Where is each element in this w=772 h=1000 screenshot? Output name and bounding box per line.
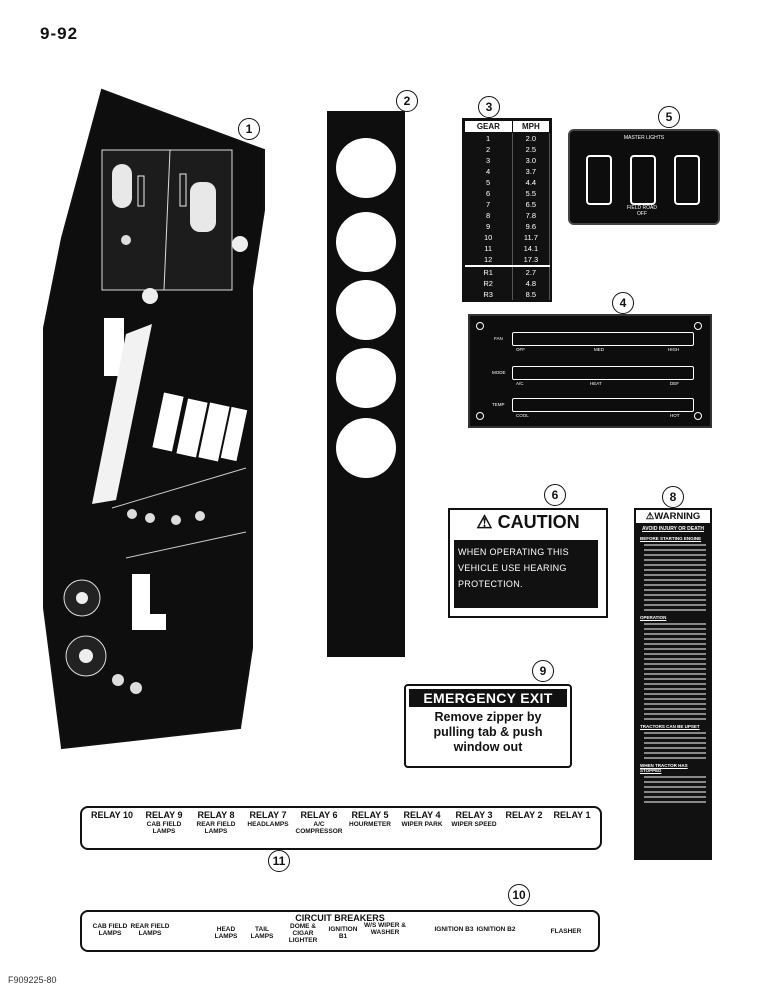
callout-5: 5 (658, 106, 680, 128)
callout-3: 3 (478, 96, 500, 118)
warning-triangle-icon: ⚠ (476, 512, 493, 532)
callout-2: 2 (396, 90, 418, 112)
page-number: 9-92 (40, 24, 79, 43)
breaker-cell: DOME & CIGAR LIGHTER (288, 923, 318, 944)
gauge-bezel-decal (326, 110, 406, 663)
breaker-cell: CAB FIELD LAMPS (92, 923, 128, 937)
console-panel-illustration (43, 88, 265, 750)
gauge-bezel-illustration (327, 111, 405, 657)
mode-label: MODE (492, 370, 506, 375)
relay-cell: RELAY 10 (90, 810, 134, 820)
warning-section: TRACTORS CAN BE UPSET (640, 724, 700, 729)
temp-slot (512, 398, 694, 412)
console-panel-decal (40, 88, 272, 765)
warning-header: ⚠WARNING (636, 510, 710, 523)
callout-8: 8 (662, 486, 684, 508)
warning-subheader: AVOID INJURY OR DEATH (641, 526, 705, 532)
master-lights-positions: FIELD ROAD OFF (626, 205, 657, 217)
callout-9: 9 (532, 660, 554, 682)
callout-10: 10 (508, 884, 530, 906)
warning-section: OPERATION (640, 615, 667, 620)
caution-header: ⚠ CAUTION (450, 510, 606, 533)
warning-triangle-icon: ⚠ (645, 511, 655, 522)
screw-hole (694, 412, 702, 420)
relay-cell: RELAY 2 (505, 810, 543, 820)
switch-cutout (586, 155, 612, 205)
mode-slot (512, 366, 694, 380)
emergency-exit-instructions: Remove zipper by pulling tab & push wind… (433, 710, 543, 754)
emergency-exit-title: EMERGENCY EXIT (409, 689, 567, 707)
breaker-cell: W/S WIPER & WASHER (364, 922, 406, 936)
master-lights-title: MASTER LIGHTS (623, 135, 665, 141)
caution-decal: ⚠ CAUTION WHEN OPERATING THIS VEHICLE US… (448, 508, 608, 618)
breaker-cell: REAR FIELD LAMPS (130, 923, 170, 937)
warning-decal: ⚠WARNING AVOID INJURY OR DEATH BEFORE ST… (634, 508, 712, 860)
screw-hole (476, 322, 484, 330)
figure-code: F909225-80 (8, 975, 57, 985)
callout-6: 6 (544, 484, 566, 506)
caution-title: CAUTION (497, 512, 580, 532)
circuit-breakers-title: CIRCUIT BREAKERS (295, 913, 385, 923)
breaker-cell: TAIL LAMPS (250, 926, 274, 940)
gear-header: GEAR (464, 120, 513, 133)
warning-section: WHEN TRACTOR HAS STOPPED (640, 763, 688, 773)
switch-cutout (674, 155, 700, 205)
breaker-cell: HEAD LAMPS (214, 926, 238, 940)
callout-4: 4 (612, 292, 634, 314)
warning-section: BEFORE STARTING ENGINE (640, 536, 702, 541)
master-lights-decal: MASTER LIGHTS FIELD ROAD OFF (568, 129, 720, 225)
fan-label: FAN (494, 336, 503, 341)
caution-body: WHEN OPERATING THIS VEHICLE USE HEARING … (454, 540, 598, 608)
breaker-cell: FLASHER (550, 928, 582, 935)
callout-11: 11 (268, 850, 290, 872)
heater-control-decal: FAN OFF MED HIGH MODE A/C HEAT DEF TEMP … (468, 314, 712, 428)
switch-cutout (630, 155, 656, 205)
circuit-breaker-decal-strip: CIRCUIT BREAKERS CAB FIELD LAMPS REAR FI… (80, 910, 600, 952)
callout-1: 1 (238, 118, 260, 140)
temp-label: TEMP (492, 402, 505, 407)
emergency-exit-decal: EMERGENCY EXIT Remove zipper by pulling … (404, 684, 572, 768)
breaker-cell: IGNITION B1 (328, 926, 358, 940)
fan-slot (512, 332, 694, 346)
relay-cell: RELAY 1 (553, 810, 591, 820)
breaker-cell: IGNITION B2 (476, 926, 516, 933)
mph-header: MPH (511, 120, 551, 133)
screw-hole (694, 322, 702, 330)
breaker-cell: IGNITION B3 (434, 926, 474, 933)
screw-hole (476, 412, 484, 420)
